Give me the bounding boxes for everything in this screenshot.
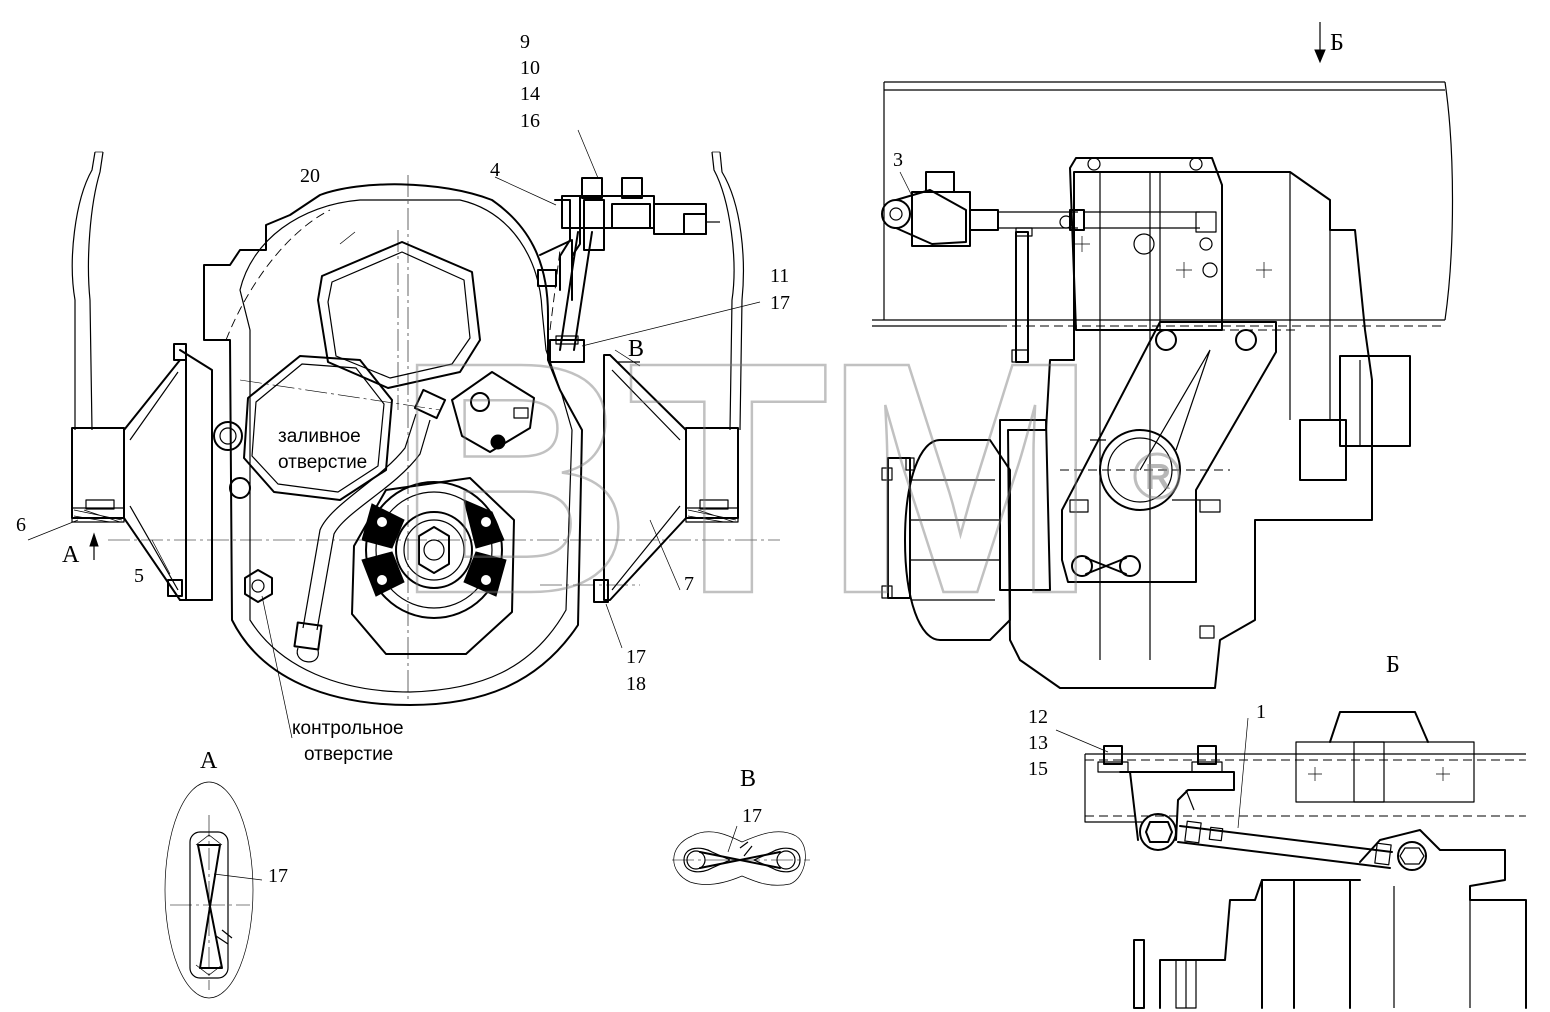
watermark: BTM R [394,292,1181,663]
view-a-arrow-label: А [62,542,80,568]
check-hole-note-line1: контрольное [292,718,404,739]
view-b-title: Б [1386,652,1400,678]
fill-hole-note-line2: отверстие [278,452,367,473]
view-labels: А А Б Б В В [62,30,1400,792]
watermark-registered-mark: R [1145,456,1171,497]
label-9: 9 [520,31,530,53]
side-view-b [872,81,1454,689]
label-17-detail-a: 17 [268,865,288,887]
main-view-gearbox [71,151,780,706]
fill-hole-note-line1: заливное [278,426,361,447]
label-16: 16 [520,110,540,132]
detail-v [672,831,810,886]
view-b-detail [1084,711,1527,1009]
label-7: 7 [684,573,694,595]
label-20: 20 [300,165,320,187]
label-6: 6 [16,514,26,536]
label-11: 11 [770,265,789,287]
position-labels: 9 10 14 16 4 20 11 17 6 5 7 17 18 3 1 12… [16,31,1266,887]
label-3: 3 [893,149,903,171]
view-a-title: А [200,748,218,774]
label-17-bottom: 17 [626,646,646,668]
note-labels: заливное отверстие контрольное отверстие [278,426,404,765]
leader-lines [27,22,1326,881]
label-17-top: 17 [770,292,790,314]
label-4: 4 [490,159,500,181]
label-18: 18 [626,673,646,695]
label-17-detail-v: 17 [742,805,762,827]
label-1: 1 [1256,701,1266,723]
label-13: 13 [1028,732,1048,754]
label-12: 12 [1028,706,1048,728]
view-v-arrow-label: В [628,336,644,362]
view-v-title: В [740,766,756,792]
label-5: 5 [134,565,144,587]
detail-a [164,781,254,999]
watermark-text: BTM [395,293,1092,662]
view-b-arrow-label: Б [1330,30,1344,56]
label-10: 10 [520,57,540,79]
label-15: 15 [1028,758,1048,780]
label-14: 14 [520,83,540,105]
check-hole-note-line2: отверстие [304,744,393,765]
